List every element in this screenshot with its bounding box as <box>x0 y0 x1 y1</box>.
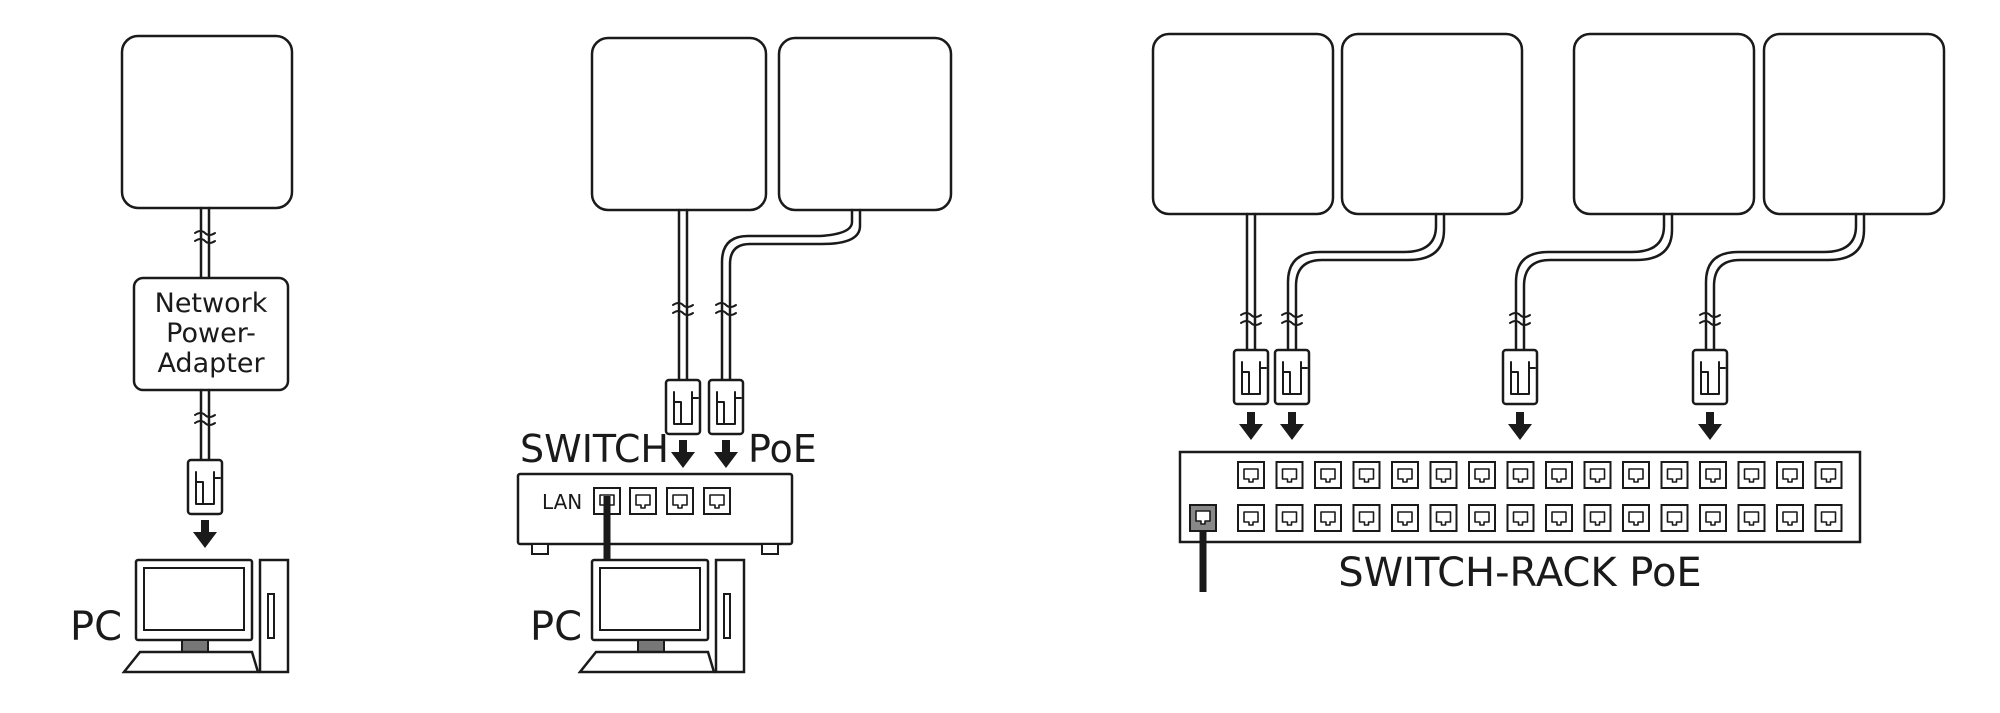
rack-switch-port <box>1699 504 1727 532</box>
down-arrow-icon <box>1698 412 1722 440</box>
pc-computer-icon <box>121 558 290 674</box>
down-arrow-icon <box>1280 412 1304 440</box>
network-switch <box>516 472 794 555</box>
rj45-connector-icon <box>1232 348 1270 406</box>
antenna-cable <box>1245 212 1866 352</box>
pc-label: PC <box>530 604 582 650</box>
down-arrow-icon <box>714 440 738 468</box>
rack-switch-port <box>1352 461 1381 489</box>
rack-switch-port <box>1237 504 1265 532</box>
rack-switch-port <box>1237 461 1265 489</box>
rj45-connector-icon <box>1273 348 1311 406</box>
rack-switch-port <box>1429 461 1458 489</box>
rack-switch <box>1178 450 1862 544</box>
network-power-adapter <box>132 276 290 392</box>
antenna-panel <box>1340 32 1524 216</box>
adapter-label-line1: Network <box>155 288 268 319</box>
rj45-connector-icon <box>664 378 702 436</box>
rj45-connector-icon <box>1691 348 1729 406</box>
pc-computer-icon <box>577 558 746 674</box>
rack-switch-port <box>1545 504 1573 532</box>
poe-label: PoE <box>748 427 817 471</box>
rack-switch-port <box>1737 504 1766 532</box>
rack-switch-port <box>1314 461 1342 489</box>
rack-switch-port <box>1776 504 1804 532</box>
rj45-connector-icon <box>707 378 745 436</box>
pc-label: PC <box>70 604 122 650</box>
rack-switch-port <box>1776 461 1804 489</box>
adapter-label-line2: Power- <box>166 318 256 349</box>
antenna-panel <box>1762 32 1946 216</box>
rj45-connector-icon <box>1501 348 1539 406</box>
rack-switch-port <box>1583 504 1612 532</box>
rack-switch-port <box>1699 461 1727 489</box>
antenna-panel <box>120 34 294 210</box>
rack-switch-port <box>1275 504 1304 532</box>
svg-text:Power-: Power- <box>166 318 256 349</box>
rack-switch-port <box>1506 461 1535 489</box>
rack-switch-port <box>1391 461 1419 489</box>
antenna-panel <box>590 36 768 212</box>
lan-port-label: LAN <box>542 490 582 514</box>
switch-label: SWITCH <box>520 427 669 471</box>
down-arrow-icon <box>193 520 217 548</box>
rack-switch-port <box>1506 504 1535 532</box>
rack-switch-port <box>1737 461 1766 489</box>
rack-switch-port <box>1391 504 1419 532</box>
adapter-label-line3: Adapter <box>157 348 265 379</box>
rack-switch-port <box>1429 504 1458 532</box>
antenna-cable <box>677 208 862 382</box>
rack-switch-port <box>1314 504 1342 532</box>
rack-switch-port <box>1660 504 1689 532</box>
rack-switch-port <box>1352 504 1381 532</box>
setup-two-antennas-switch: SWITCH PoE LAN PC <box>516 36 953 674</box>
down-arrow-icon <box>1239 412 1263 440</box>
rack-switch-port <box>1622 504 1650 532</box>
svg-text:Network: Network <box>155 288 268 319</box>
rack-switch-port <box>1660 461 1689 489</box>
rack-switch-port <box>1468 504 1496 532</box>
down-arrow-icon <box>671 440 695 468</box>
rj45-connector-icon <box>186 458 224 516</box>
rack-switch-port <box>1583 461 1612 489</box>
rack-switch-port <box>1622 461 1650 489</box>
rack-switch-port <box>1545 461 1573 489</box>
switch-rack-label: SWITCH-RACK PoE <box>1338 550 1701 596</box>
antenna-panel <box>1572 32 1756 216</box>
svg-text:Adapter: Adapter <box>157 348 265 379</box>
setup-rack-switch: SWITCH-RACK PoE <box>1151 32 1946 596</box>
rack-switch-port <box>1814 461 1843 489</box>
antenna-panel <box>1151 32 1335 216</box>
down-arrow-icon <box>1508 412 1532 440</box>
rack-switch-port <box>1814 504 1843 532</box>
antenna-panel <box>777 36 953 212</box>
rack-switch-port <box>1275 461 1304 489</box>
setup-single-antenna: Network Power- Adapter PC <box>70 34 294 674</box>
rack-switch-port <box>1468 461 1496 489</box>
